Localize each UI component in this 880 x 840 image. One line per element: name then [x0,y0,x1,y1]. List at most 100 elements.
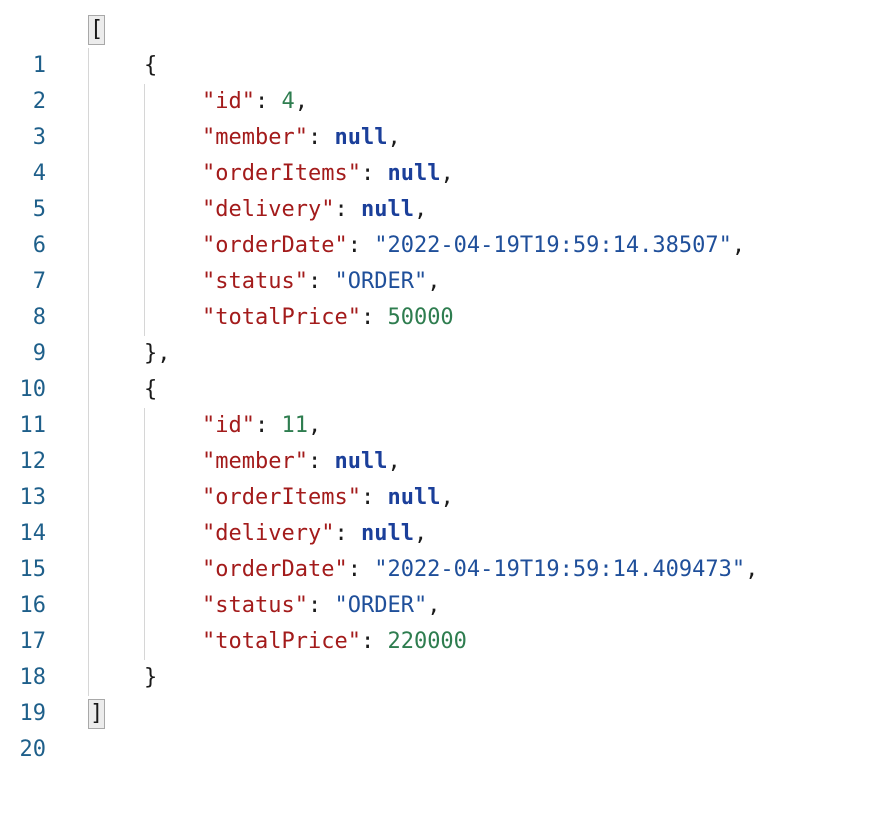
line-number: 11 [19,413,47,438]
json-key: "orderDate" [202,557,348,582]
line-number: 10 [19,377,47,402]
code-line-4: 4 "member": null, [0,120,880,186]
comma: , [307,413,322,438]
open-brace: { [144,377,158,402]
colon: : [307,593,335,618]
comma: , [387,449,401,474]
colon: : [347,557,375,582]
line-number: 7 [32,269,46,294]
comma: , [387,125,401,150]
code-line-10: 10 }, [0,336,880,402]
json-null-value: null [334,449,388,474]
line-number: 14 [19,521,47,546]
json-key: "orderItems" [202,485,361,510]
line-number: 5 [32,197,46,222]
json-string-value: "ORDER" [334,593,428,618]
json-key: "status" [202,269,308,294]
json-null-value: null [387,161,441,186]
json-string-value: "ORDER" [334,269,428,294]
indent-guide-object-2 [144,408,145,660]
colon: : [307,449,335,474]
line-number: 1 [32,53,46,78]
json-null-value: null [387,485,441,510]
code-line-3: 3 "id": 4, [0,84,880,150]
matched-close-bracket[interactable]: ] [88,699,106,729]
code-line-12: 12 "id": 11, [0,408,880,474]
json-key: "delivery" [202,197,335,222]
matched-open-bracket[interactable]: [ [88,15,106,45]
line-number: 18 [19,665,47,690]
json-key: "status" [202,593,308,618]
line-number: 8 [32,305,46,330]
code-line-17: 17 "status": "ORDER", [0,588,880,654]
json-key: "member" [202,125,308,150]
line-number: 16 [19,593,47,618]
json-number-value: 11 [281,413,308,438]
comma: , [427,269,441,294]
colon: : [307,125,335,150]
code-line-20: 20 ] [0,696,880,762]
code-line-8: 8 "status": "ORDER", [0,264,880,330]
code-line-1: 1 [ [0,12,880,78]
colon: : [347,233,375,258]
json-number-value: 50000 [387,305,454,330]
code-line-14: 14 "orderItems": null, [0,480,880,546]
line-number: 9 [32,341,46,366]
json-key: "delivery" [202,521,335,546]
code-line-18: 18 "totalPrice": 220000 [0,624,880,690]
json-number-value: 220000 [387,629,467,654]
comma: , [413,197,428,222]
code-line-15: 15 "delivery": null, [0,516,880,582]
code-line-5: 5 "orderItems": null, [0,156,880,222]
line-number: 12 [19,449,47,474]
json-key: "member" [202,449,308,474]
line-number: 20 [19,737,47,762]
colon: : [360,161,388,186]
code-line-11: 11 { [0,372,880,438]
colon: : [360,629,388,654]
line-number: 3 [32,125,46,150]
json-key: "orderDate" [202,233,348,258]
comma: , [745,557,759,582]
colon: : [360,305,388,330]
colon: : [334,521,361,546]
open-brace: { [144,53,158,78]
code-line-16: 16 "orderDate": "2022-04-19T19:59:14.409… [0,552,880,618]
line-number: 4 [32,161,46,186]
line-number: 2 [32,89,46,114]
json-key: "id" [202,89,255,114]
colon: : [254,413,282,438]
json-string-value: "2022-04-19T19:59:14.38507" [374,233,732,258]
json-string-value: "2022-04-19T19:59:14.409473" [374,557,746,582]
json-key: "totalPrice" [202,305,361,330]
code-line-7: 7 "orderDate": "2022-04-19T19:59:14.3850… [0,228,880,294]
line-number: 6 [32,233,46,258]
colon: : [307,269,335,294]
line-number: 19 [19,701,47,726]
json-null-value: null [360,521,414,546]
line-number: 17 [19,629,47,654]
comma: , [413,521,428,546]
line-number: 15 [19,557,47,582]
json-viewer[interactable]: 1 [ 2 { 3 "id": 4, 4 "member": null, 5 "… [0,12,880,762]
code-line-2: 2 { [0,48,880,114]
comma: , [440,161,454,186]
colon: : [254,89,282,114]
json-key: "id" [202,413,255,438]
comma: , [294,89,308,114]
json-key: "totalPrice" [202,629,361,654]
close-brace: } [144,665,158,690]
close-brace: }, [144,341,171,366]
comma: , [440,485,454,510]
json-null-value: null [360,197,414,222]
colon: : [334,197,361,222]
line-number: 13 [19,485,47,510]
code-line-13: 13 "member": null, [0,444,880,510]
colon: : [360,485,388,510]
json-null-value: null [334,125,388,150]
code-line-6: 6 "delivery": null, [0,192,880,258]
code-line-9: 9 "totalPrice": 50000 [0,300,880,366]
indent-guide-root [88,48,89,696]
json-number-value: 4 [281,89,295,114]
code-line-19: 19 } [0,660,880,726]
